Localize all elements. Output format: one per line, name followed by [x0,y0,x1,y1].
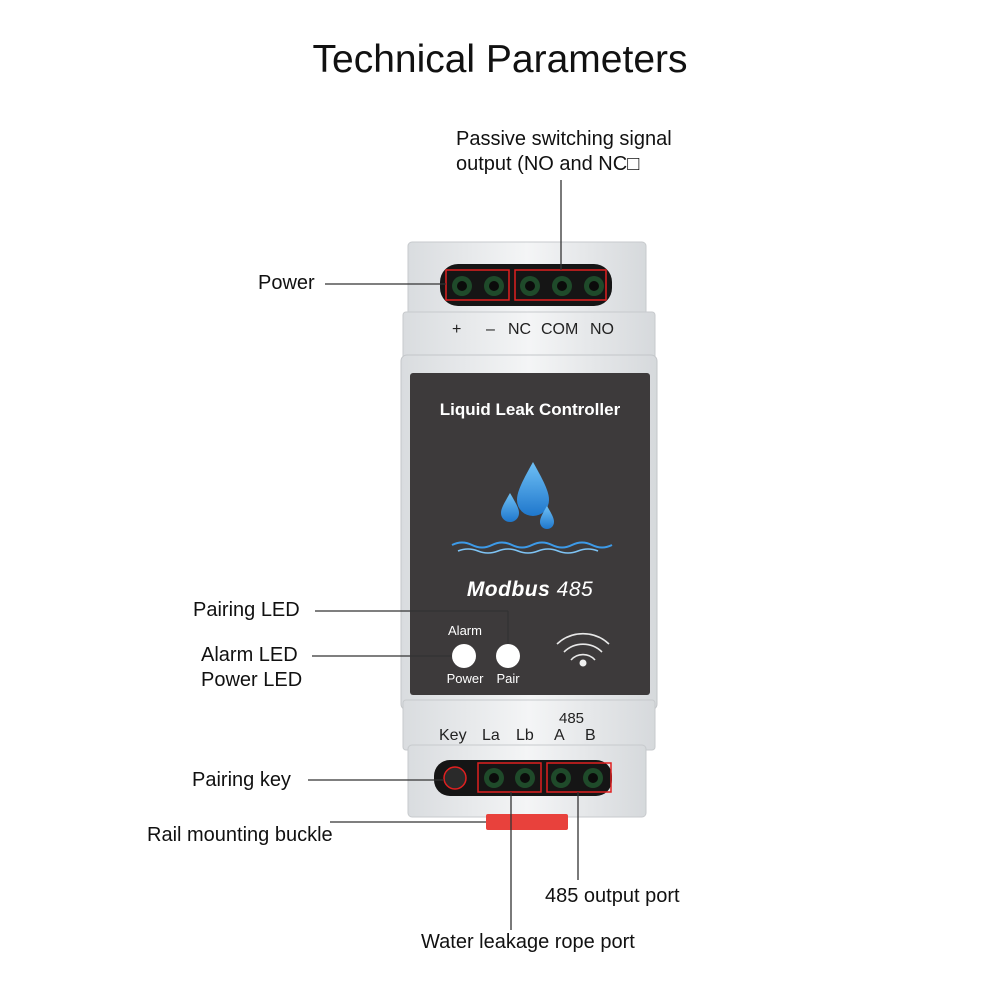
brand-label: Modbus 485 [410,578,650,602]
callout-leak-rope-port: Water leakage rope port [421,931,635,953]
top-terminals [452,276,604,296]
wifi-icon [556,632,610,661]
callout-power: Power [258,272,315,294]
water-drop-large [517,462,549,516]
callout-power-led: Power LED [201,669,303,691]
wifi-dot [579,659,587,667]
water-drop-left [501,493,519,522]
terminal-label-plus: + [452,321,462,338]
rail-clip [486,814,568,830]
led-power-label: Power [446,671,484,686]
led-alarm-label: Alarm [448,623,482,638]
terminal-label-no: NO [590,321,614,338]
callout-485-output: 485 output port [545,885,680,907]
water-drop-right [540,506,554,529]
terminal-label-b: B [585,727,596,744]
callout-switch-output-line2: output (NO and NC□ [456,153,640,175]
terminal-label-lb: Lb [516,727,534,744]
pair-led [496,644,520,668]
terminal-label-minus: – [486,321,495,338]
power-terminal-highlight [445,269,510,301]
callout-pairing-key: Pairing key [192,769,291,791]
panel-title: Liquid Leak Controller [439,400,621,419]
bottom-terminals [484,768,603,788]
wave-2 [457,548,599,554]
callout-rail-buckle: Rail mounting buckle [147,824,333,846]
terminal-label-nc: NC [508,321,532,338]
brand-number: 485 [556,578,594,601]
output-485-highlight [546,762,612,793]
pairing-key-button [443,766,467,790]
leader-lines [308,180,579,930]
alarm-power-led [452,644,476,668]
front-panel [410,373,650,695]
terminal-label-a: A [554,727,565,744]
callout-alarm-led: Alarm LED [201,644,298,666]
terminal-label-com: COM [541,321,579,338]
leak-port-highlight [477,762,542,793]
terminal-label-key: Key [439,727,467,744]
callout-pairing-led: Pairing LED [193,599,300,621]
brand-name: Modbus [466,578,551,601]
wave-1 [451,541,613,549]
callout-switch-output-line1: Passive switching signal [456,128,672,150]
led-pair-label: Pair [496,671,520,686]
terminal-label-la: La [482,727,500,744]
page-title: Technical Parameters [312,38,688,81]
terminal-group-485: 485 [559,710,585,727]
